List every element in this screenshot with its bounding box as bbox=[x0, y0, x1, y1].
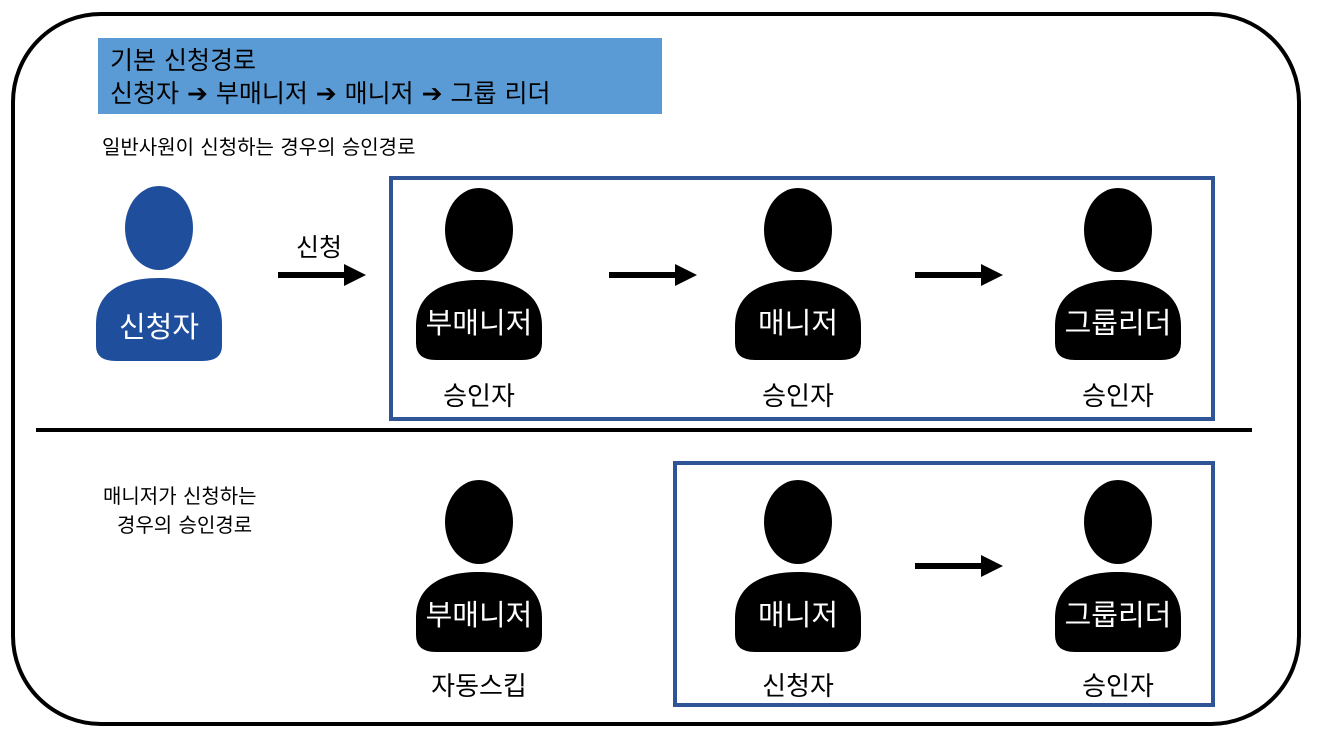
section2-caption-line1: 매니저가 신청하는 bbox=[103, 484, 257, 508]
skipped-role: 자동스킵 bbox=[431, 672, 527, 702]
approver-group-leader: 그룹리더 bbox=[1053, 188, 1183, 363]
person-icon bbox=[735, 480, 861, 652]
person-icon bbox=[416, 188, 542, 360]
section1-caption: 일반사원이 신청하는 경우의 승인경로 bbox=[102, 135, 416, 159]
person-icon bbox=[1055, 480, 1181, 652]
skipped-name: 부매니저 bbox=[425, 598, 533, 632]
section-divider bbox=[36, 428, 1252, 432]
requester-manager: 매니저 bbox=[733, 480, 863, 655]
arrow-right-icon bbox=[609, 264, 697, 286]
approval-box-section2 bbox=[673, 461, 1215, 707]
requester-name: 매니저 bbox=[757, 598, 839, 632]
approver-role: 승인자 bbox=[1082, 672, 1154, 702]
banner-title: 기본 신청경로 bbox=[110, 46, 256, 75]
arrow-right-icon bbox=[915, 555, 1003, 577]
default-route-banner: 기본 신청경로 신청자 ➔ 부매니저 ➔ 매니저 ➔ 그룹 리더 bbox=[98, 38, 662, 114]
approver-role: 승인자 bbox=[762, 382, 834, 412]
approver-submanager: 부매니저 bbox=[414, 188, 544, 363]
banner-route: 신청자 ➔ 부매니저 ➔ 매니저 ➔ 그룹 리더 bbox=[110, 79, 551, 108]
arrow-right-icon bbox=[278, 264, 366, 286]
approver-name: 부매니저 bbox=[425, 306, 533, 340]
person-icon bbox=[735, 188, 861, 360]
applicant-label: 신청자 bbox=[118, 310, 200, 344]
approver-group-leader-2: 그룹리더 bbox=[1053, 480, 1183, 655]
approver-role: 승인자 bbox=[443, 382, 515, 412]
requester-role: 신청자 bbox=[762, 672, 834, 702]
approver-name: 그룹리더 bbox=[1064, 306, 1172, 340]
arrow-right-icon bbox=[915, 264, 1003, 286]
applicant-person: 신청자 bbox=[94, 186, 224, 361]
skipped-submanager: 부매니저 bbox=[414, 480, 544, 655]
section2-caption-line2: 경우의 승인경로 bbox=[117, 513, 253, 537]
person-icon bbox=[1055, 188, 1181, 360]
apply-arrow-label: 신청 bbox=[296, 233, 343, 262]
approver-name: 그룹리더 bbox=[1064, 598, 1172, 632]
approver-manager: 매니저 bbox=[733, 188, 863, 363]
outer-frame bbox=[11, 12, 1301, 726]
approver-name: 매니저 bbox=[757, 306, 839, 340]
person-icon bbox=[96, 186, 222, 361]
approval-box-section1 bbox=[389, 176, 1215, 421]
person-icon bbox=[416, 480, 542, 652]
approver-role: 승인자 bbox=[1082, 382, 1154, 412]
